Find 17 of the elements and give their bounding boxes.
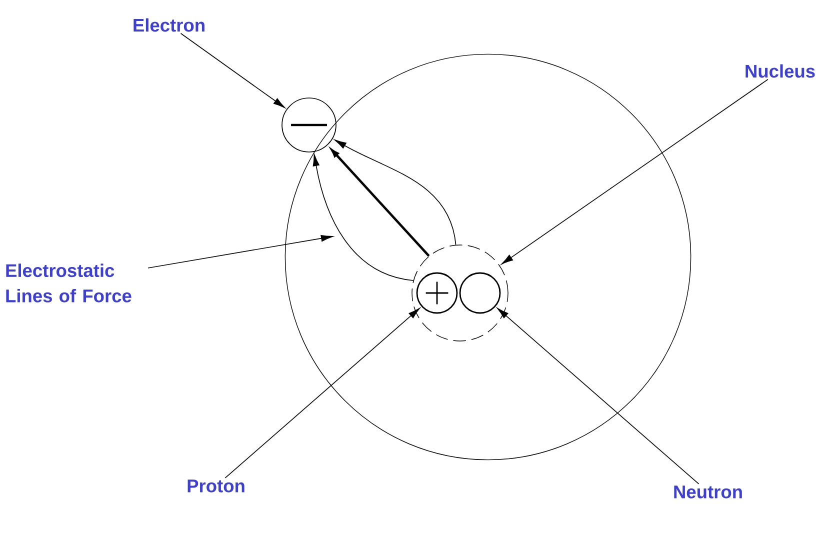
label-text: Neutron [674,486,742,498]
electron-circle [282,98,336,152]
field-line-arrow [312,154,414,281]
leader-line [148,235,333,268]
label-text: Nucleus [746,64,815,78]
field-line-arrow [331,149,430,257]
leader-line [497,308,700,484]
label-text: Electron [134,18,204,32]
leader-line [180,32,286,108]
neutron-circle [459,272,501,314]
leader-line [501,78,768,264]
field-line-arrow [334,140,456,246]
nucleus-circle [412,244,508,342]
leader-line [224,308,420,478]
label-text: Proton [188,480,244,492]
proton-circle [416,272,458,314]
label-text: Electrostatic Lines of Force [6,264,132,302]
